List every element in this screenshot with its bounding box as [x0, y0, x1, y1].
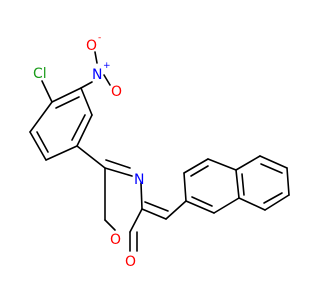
bond [263, 192, 283, 204]
bond [94, 51, 98, 64]
bond [80, 87, 93, 116]
nitro-oxygen-minus-label: O [86, 38, 97, 54]
bond [260, 163, 283, 174]
bond [235, 155, 261, 171]
bond [105, 159, 131, 169]
bond [104, 167, 133, 177]
bond [76, 145, 106, 169]
bond [213, 197, 240, 214]
molecule-structure: Cl N + O - O N O O H [29, 33, 290, 270]
nitro-nitrogen-label: N [92, 67, 102, 83]
bond [129, 208, 143, 233]
bond [29, 131, 47, 161]
bond [51, 87, 82, 103]
nitro-nitrogen-charge: + [103, 61, 111, 71]
bond [45, 145, 78, 161]
bond [144, 201, 169, 212]
bond [286, 167, 290, 196]
bond [241, 173, 245, 196]
carbonyl-oxygen-label: O [125, 254, 136, 270]
bond [36, 131, 49, 153]
ring-nitrogen-label: N [134, 172, 144, 188]
chlorine-label: Cl [33, 66, 47, 82]
bond [103, 74, 111, 86]
bond [165, 200, 187, 220]
nitro-oxygen-charge: - [98, 33, 101, 43]
bond [264, 194, 290, 211]
bond [140, 182, 143, 210]
bonds [29, 51, 290, 252]
bond [104, 219, 116, 231]
bond [71, 114, 86, 141]
bond [141, 208, 167, 220]
bond [183, 172, 187, 202]
bond [76, 114, 93, 147]
bond [238, 197, 266, 211]
bond [41, 80, 53, 103]
bond [191, 196, 213, 207]
ring-oxygen-label: O [110, 232, 121, 248]
bond [29, 101, 53, 133]
molecule-svg: Cl N + O - O N O O H [29, 33, 290, 270]
bond [55, 96, 80, 109]
atom-labels: Cl N + O - O N O O H [33, 33, 144, 270]
nitro-oxygen-double-label: O [111, 84, 122, 100]
bond [259, 155, 288, 169]
bond [183, 158, 209, 174]
bond [190, 165, 209, 177]
bond [235, 169, 240, 199]
bond [207, 158, 237, 171]
bond [185, 200, 215, 214]
bond [80, 81, 93, 89]
